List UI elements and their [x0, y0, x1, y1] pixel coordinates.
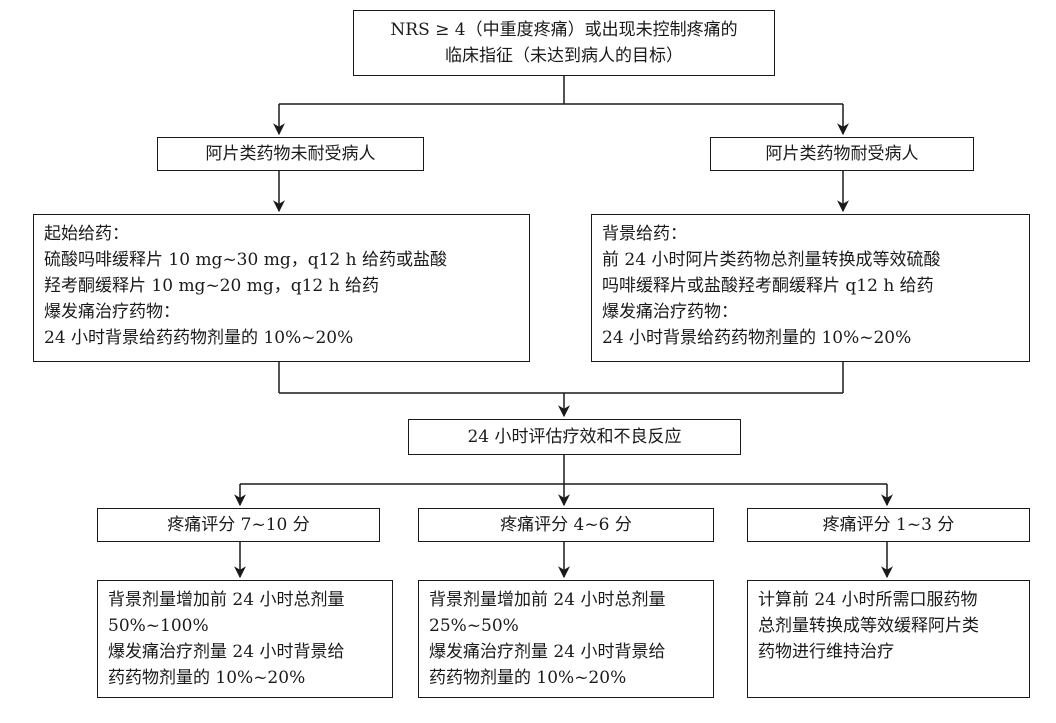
naive-detail-line: 硫酸吗啡缓释片 10 mg~30 mg，q12 h 给药或盐酸 [44, 250, 447, 270]
score-high-action-line: 背景剂量增加前 24 小时总剂量 [108, 590, 345, 610]
score-high-action-box: 背景剂量增加前 24 小时总剂量 50%~100% 爆发痛治疗剂量 24 小时背… [97, 580, 393, 698]
naive-detail-line: 24 小时背景给药药物剂量的 10%~20% [44, 328, 354, 348]
top-box: NRS ≥ 4（中重度疼痛）或出现未控制疼痛的 临床指征（未达到病人的目标） [353, 10, 775, 76]
tolerant-detail-line: 爆发痛治疗药物： [602, 302, 738, 322]
score-mid-action-line: 爆发痛治疗剂量 24 小时背景给 [429, 642, 666, 662]
tolerant-detail-line: 背景给药： [602, 224, 687, 244]
score-mid-action-line: 药药物剂量的 10%~20% [429, 668, 627, 688]
score-low-title: 疼痛评分 1~3 分 [822, 515, 955, 535]
naive-detail-line: 爆发痛治疗药物： [44, 302, 180, 322]
score-mid-box: 疼痛评分 4~6 分 [418, 508, 714, 542]
score-low-action-line: 计算前 24 小时所需口服药物 [758, 590, 978, 610]
score-low-action-line: 总剂量转换成等效缓释阿片类 [758, 616, 979, 636]
score-low-box: 疼痛评分 1~3 分 [747, 508, 1030, 542]
score-high-action-line: 爆发痛治疗剂量 24 小时背景给 [108, 642, 345, 662]
score-high-box: 疼痛评分 7~10 分 [97, 508, 380, 542]
naive-title-box: 阿片类药物未耐受病人 [157, 137, 424, 171]
score-high-action-line: 药药物剂量的 10%~20% [108, 668, 306, 688]
naive-title: 阿片类药物未耐受病人 [205, 144, 376, 164]
tolerant-detail-line: 吗啡缓释片或盐酸羟考酮缓释片 q12 h 给药 [602, 276, 934, 296]
tolerant-detail-line: 24 小时背景给药药物剂量的 10%~20% [602, 328, 912, 348]
score-mid-action-line: 25%~50% [429, 616, 519, 636]
tolerant-detail-line: 前 24 小时阿片类药物总剂量转换成等效硫酸 [602, 250, 941, 270]
score-low-action-box: 计算前 24 小时所需口服药物 总剂量转换成等效缓释阿片类 药物进行维持治疗 [747, 580, 1030, 698]
score-mid-action-box: 背景剂量增加前 24 小时总剂量 25%~50% 爆发痛治疗剂量 24 小时背景… [418, 580, 714, 698]
evaluate-label: 24 小时评估疗效和不良反应 [467, 427, 682, 447]
score-high-title: 疼痛评分 7~10 分 [167, 515, 310, 535]
evaluate-box: 24 小时评估疗效和不良反应 [408, 419, 741, 455]
top-box-line: NRS ≥ 4（中重度疼痛）或出现未控制疼痛的 [390, 20, 738, 40]
tolerant-title-box: 阿片类药物耐受病人 [710, 137, 974, 171]
naive-detail-box: 起始给药： 硫酸吗啡缓释片 10 mg~30 mg，q12 h 给药或盐酸 羟考… [33, 214, 530, 362]
tolerant-detail-box: 背景给药： 前 24 小时阿片类药物总剂量转换成等效硫酸 吗啡缓释片或盐酸羟考酮… [591, 214, 1030, 362]
top-box-line: 临床指征（未达到病人的目标） [445, 46, 683, 66]
tolerant-title: 阿片类药物耐受病人 [765, 144, 919, 164]
naive-detail-line: 羟考酮缓释片 10 mg~20 mg，q12 h 给药 [44, 276, 379, 296]
score-high-action-line: 50%~100% [108, 616, 209, 636]
score-mid-title: 疼痛评分 4~6 分 [500, 515, 632, 535]
score-low-action-line: 药物进行维持治疗 [758, 642, 894, 662]
naive-detail-line: 起始给药： [44, 224, 129, 244]
score-mid-action-line: 背景剂量增加前 24 小时总剂量 [429, 590, 666, 610]
